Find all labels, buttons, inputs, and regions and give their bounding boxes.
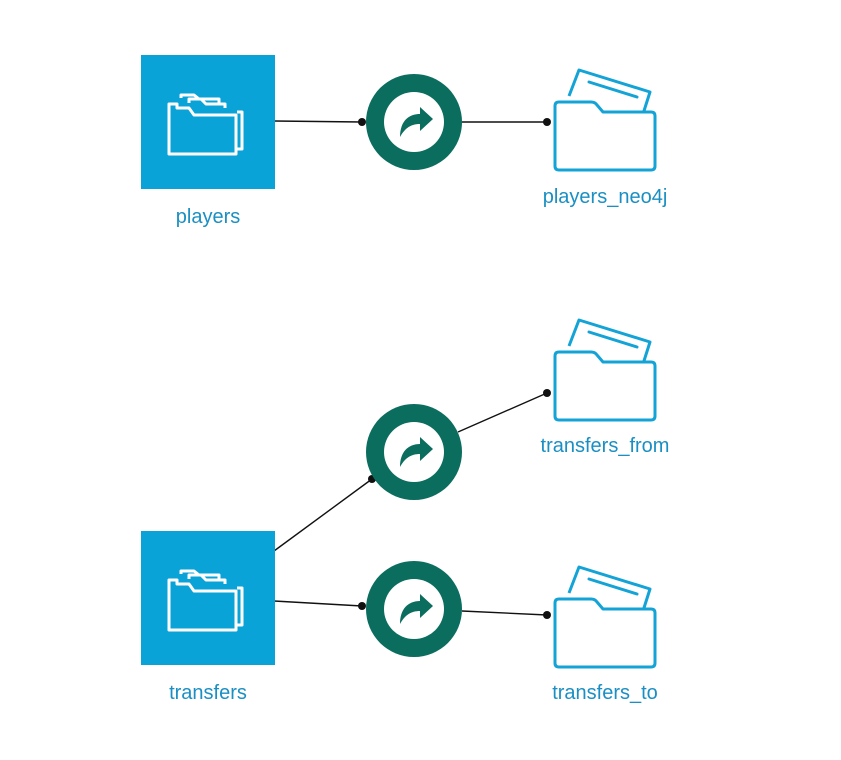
share-arrow-icon xyxy=(366,404,462,500)
share-arrow-icon xyxy=(366,561,462,657)
recipe-node-export-players[interactable] xyxy=(366,74,462,170)
folder-label-transfers-from[interactable]: transfers_from xyxy=(541,435,670,457)
folder-label-players-neo4j[interactable]: players_neo4j xyxy=(543,186,668,208)
folder-node-transfers-from[interactable] xyxy=(553,318,657,422)
dataset-node-transfers[interactable] xyxy=(141,531,275,665)
edge-recipe-to-players-neo4j xyxy=(462,118,551,126)
dataset-label-transfers[interactable]: transfers xyxy=(169,682,247,704)
recipe-node-export-transfers-to[interactable] xyxy=(366,561,462,657)
managed-folder-icon xyxy=(553,565,657,669)
edge-transfers-to-recipe-from xyxy=(273,475,376,552)
managed-folder-icon xyxy=(553,68,657,172)
dataset-node-players[interactable] xyxy=(141,55,275,189)
recipe-node-export-transfers-from[interactable] xyxy=(366,404,462,500)
folder-label-transfers-to[interactable]: transfers_to xyxy=(552,682,658,704)
edge-players-to-recipe xyxy=(273,118,366,126)
managed-folder-icon xyxy=(553,318,657,422)
edge-recipe-to-transfers-from xyxy=(457,389,551,433)
edge-transfers-to-recipe-to xyxy=(273,600,366,610)
folder-node-transfers-to[interactable] xyxy=(553,565,657,669)
share-arrow-icon xyxy=(366,74,462,170)
folder-node-players-neo4j[interactable] xyxy=(553,68,657,172)
edge-recipe-to-transfers-to xyxy=(461,610,551,619)
dataset-label-players[interactable]: players xyxy=(176,206,240,228)
